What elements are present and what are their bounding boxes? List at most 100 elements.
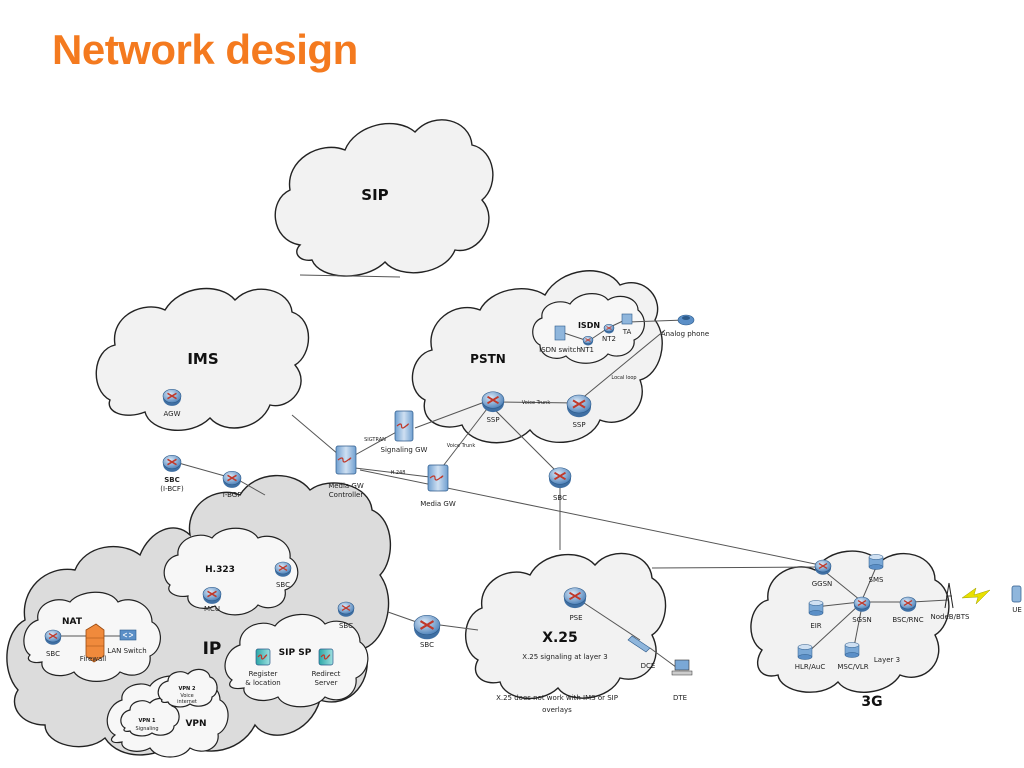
- isdn-cloud: [532, 293, 645, 364]
- mcu-label: MCU: [204, 605, 220, 613]
- sbc-sipsp-router-icon: [337, 601, 355, 617]
- sms-db-icon: [868, 554, 884, 570]
- sbc-ibcf-label-2: (I-BCF): [160, 485, 184, 493]
- sgsn-router-icon: [853, 596, 871, 612]
- ssp1-label: SSP: [486, 416, 499, 424]
- ssp2-router-icon: [566, 394, 592, 418]
- msc-label: MSC/VLR: [837, 663, 868, 671]
- mcu-router-icon: [202, 586, 222, 604]
- ggsn-label: GGSN: [812, 580, 833, 588]
- sbc-pstn-label: SBC: [553, 494, 567, 502]
- x25-nowork-note-2: overlays: [542, 706, 572, 714]
- sbc-sipsp-label: SBC: [339, 622, 353, 630]
- voice-trunk-label-1: Voice Trunk: [522, 400, 551, 406]
- sms-label: SMS: [869, 576, 884, 584]
- vpn2-label: VPN 2: [179, 686, 196, 692]
- ims-cloud: [95, 287, 310, 431]
- vpn2-sub-label-2: internet: [177, 699, 197, 705]
- nt1-router-icon: [582, 335, 594, 346]
- register-label-2: & location: [245, 679, 280, 687]
- ims-cloud-label: IMS: [187, 350, 218, 368]
- hlr-db-icon: [797, 644, 813, 660]
- sbc-x25-router-icon: [413, 614, 441, 640]
- hlr-label: HLR/AuC: [795, 663, 826, 671]
- redirect-label-2: Server: [315, 679, 338, 687]
- sgsn-label: SGSN: [852, 616, 872, 624]
- sbc-nat-label: SBC: [46, 650, 60, 658]
- msc-db-icon: [844, 642, 860, 658]
- isdn-switch-label: ISDN switch: [539, 346, 581, 354]
- eir-db-icon: [808, 600, 824, 616]
- nodeb-tower-icon: [944, 582, 954, 609]
- voice-trunk-label-2: Voice Trunk: [447, 443, 476, 449]
- ggsn-router-icon: [814, 559, 832, 575]
- pse-label: PSE: [569, 614, 582, 622]
- redirect-server-icon: [318, 648, 334, 666]
- nt2-label: NT2: [602, 335, 616, 343]
- agw-router-icon: [162, 388, 182, 406]
- sbc-ibcf-label-1: SBC: [164, 476, 180, 484]
- media-gw-label: Media GW: [420, 500, 456, 508]
- mgc-server-icon: [335, 445, 357, 475]
- x25-nowork-note-1: X.25 does not work with IMS or SIP: [496, 694, 618, 702]
- lightning-icon: [961, 587, 991, 605]
- ibgf-router-icon: [222, 470, 242, 488]
- register-label-1: Register: [249, 670, 278, 678]
- analog-phone-label: Analog phone: [661, 330, 709, 338]
- pse-router-icon: [563, 587, 587, 609]
- dte-icon: [671, 659, 693, 676]
- firewall-label: Firewall: [80, 655, 106, 663]
- ue-label: UE: [1012, 606, 1022, 614]
- signaling-gw-server-icon: [394, 410, 414, 442]
- sigtran-label: SIGTRAN: [364, 437, 386, 443]
- redirect-label-1: Redirect: [312, 670, 341, 678]
- nodeb-label: NodeB/BTS: [931, 613, 971, 621]
- mgc-label-2: Controller: [329, 491, 364, 499]
- local-loop-label: Local loop: [611, 375, 636, 381]
- x25-signaling-note: X.25 signaling at layer 3: [522, 653, 607, 661]
- sip-sp-cloud-label: SIP SP: [279, 648, 312, 658]
- analog-phone-icon: [677, 314, 695, 326]
- vpn1-label: VPN 1: [139, 718, 156, 724]
- ip-cloud-label: IP: [203, 639, 222, 659]
- vpn1-sub-label: Signaling: [135, 726, 158, 732]
- mgc-label-1: Media GW: [328, 482, 364, 490]
- ue-icon: [1011, 585, 1022, 603]
- sbc-ibcf-router-icon: [162, 454, 182, 472]
- vpn2-cloud: [157, 668, 218, 708]
- vpn-cloud-label: VPN: [185, 719, 206, 729]
- sip-cloud-label: SIP: [361, 186, 388, 204]
- g3-cloud-label: 3G: [861, 694, 882, 710]
- bsc-rnc-router-icon: [899, 596, 917, 612]
- layer3-note: Layer 3: [874, 656, 900, 664]
- nt1-label: NT1: [580, 346, 594, 354]
- h323-cloud-label: H.323: [205, 565, 235, 575]
- ssp1-router-icon: [481, 391, 505, 413]
- lan-switch-label: LAN Switch: [107, 647, 146, 655]
- sbc-nat-router-icon: [44, 629, 62, 645]
- eir-label: EIR: [810, 622, 821, 630]
- servers: [255, 410, 449, 666]
- x25-cloud-label: X.25: [542, 630, 578, 646]
- lan-switch-icon: [119, 629, 137, 641]
- dte-label: DTE: [673, 694, 687, 702]
- ssp2-label: SSP: [572, 421, 585, 429]
- agw-label: AGW: [163, 410, 180, 418]
- sbc-h323-router-icon: [274, 561, 292, 577]
- routers: [44, 323, 917, 660]
- media-gw-server-icon: [427, 464, 449, 492]
- register-server-icon: [255, 648, 271, 666]
- firewall-icon: [85, 623, 105, 663]
- sip-sp-cloud: [224, 613, 369, 708]
- bsc-rnc-label: BSC/RNC: [892, 616, 923, 624]
- pstn-cloud-label: PSTN: [470, 352, 506, 366]
- isdn-cloud-label: ISDN: [578, 321, 600, 330]
- sip-cloud: [274, 119, 494, 277]
- nt2-router-icon: [603, 323, 615, 334]
- dce-icon: [627, 635, 651, 653]
- ibgf-label: I-BGF: [223, 491, 241, 499]
- sbc-x25-label: SBC: [420, 641, 434, 649]
- page-title: Network design: [52, 26, 358, 73]
- vpn2-sub-label-1: Voice: [180, 693, 193, 699]
